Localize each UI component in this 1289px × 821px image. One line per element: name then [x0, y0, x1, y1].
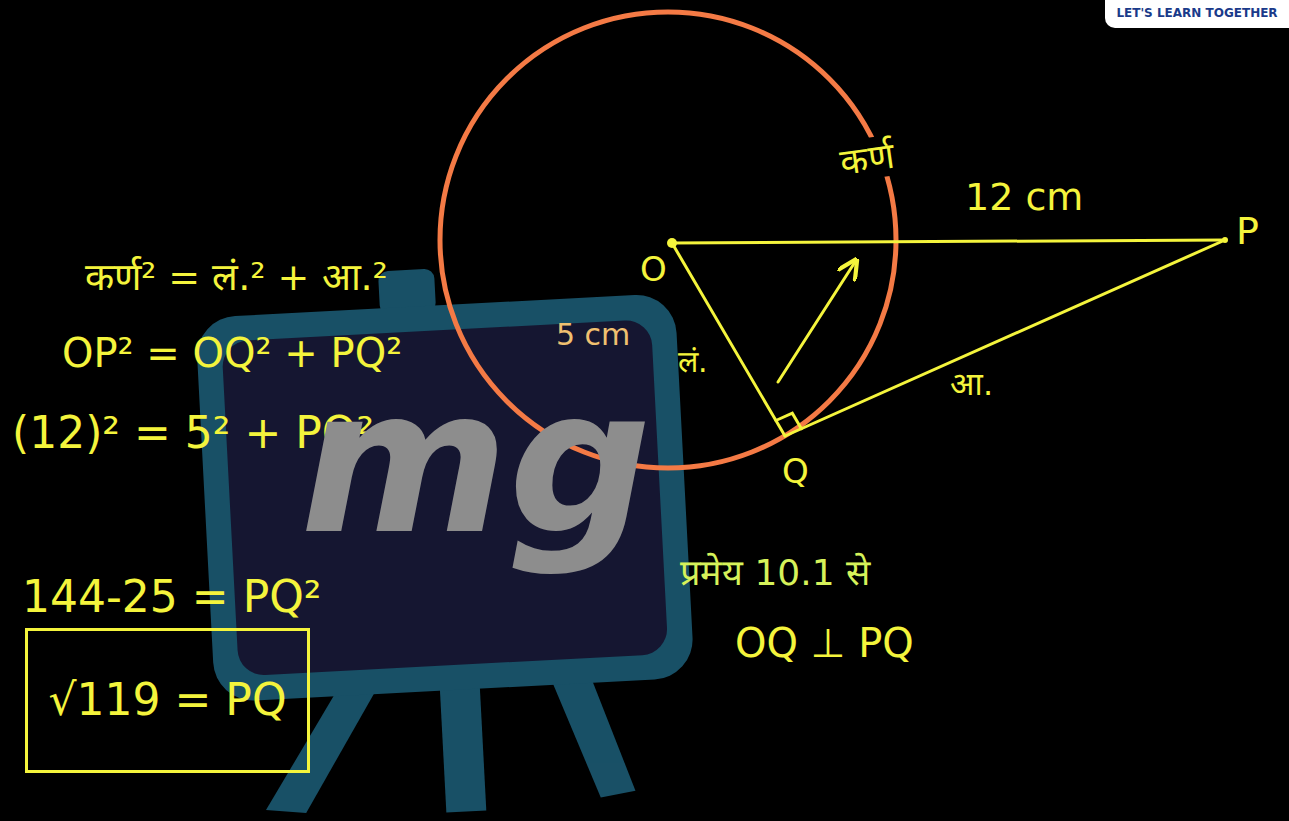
- line-op: [672, 240, 1225, 243]
- point-label: O: [640, 250, 667, 289]
- logo-text: LET'S LEARN TOGETHER: [1116, 7, 1277, 21]
- side-label: लं.: [678, 345, 708, 380]
- theorem-note: प्रमेय 10.1 से: [680, 552, 870, 593]
- side-label: आ.: [950, 366, 993, 403]
- watermark-text: mg: [300, 362, 652, 562]
- right-angle-mark: [776, 413, 802, 429]
- result-text: OQ ⊥ PQ: [735, 620, 914, 666]
- hypotenuse-label: कर्ण: [833, 134, 900, 184]
- point-label: Q: [782, 452, 809, 491]
- answer-text: √119 = PQ: [48, 675, 286, 726]
- answer-box: √119 = PQ: [25, 628, 310, 773]
- point-label: P: [1236, 210, 1259, 254]
- point-dot: [667, 238, 677, 248]
- pointer-arrow: [778, 262, 855, 382]
- formula-text: 144-25 = PQ²: [22, 572, 322, 623]
- board-leg: [439, 679, 486, 813]
- point-dot: [1222, 237, 1228, 243]
- formula-text: कर्ण² = लं.² + आ.²: [85, 256, 388, 300]
- length-label: 12 cm: [965, 176, 1083, 220]
- logo-badge: LET'S LEARN TOGETHER: [1105, 0, 1289, 28]
- board-leg: [549, 671, 635, 800]
- length-label: 5 cm: [556, 318, 630, 353]
- line-oq: [672, 243, 785, 436]
